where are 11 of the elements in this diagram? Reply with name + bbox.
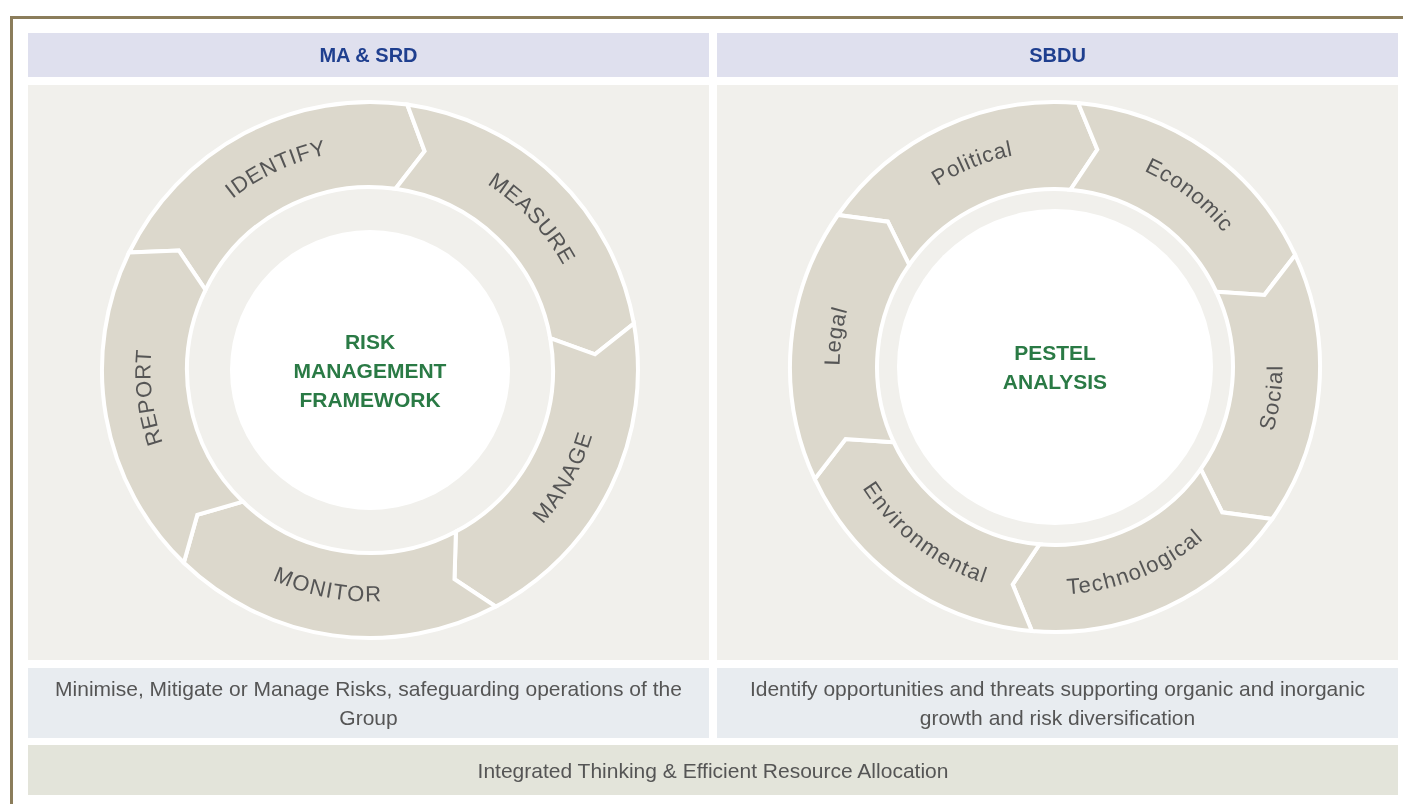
footer-band	[28, 745, 1398, 795]
segment-label: MONITOR	[270, 561, 383, 607]
header-band	[28, 33, 709, 77]
description-text: Identify opportunities and threats supporting organic and inorganic growth and risk diversification	[748, 676, 1367, 731]
column-title: MA & SRD	[319, 43, 418, 67]
summary-text: Integrated Thinking & Efficient Resource Allocation	[477, 757, 949, 784]
center-title: PESTEL ANALYSIS	[1001, 340, 1109, 395]
column-title: SBDU	[1029, 43, 1086, 67]
center-title: RISK MANAGEMENT FRAMEWORK	[292, 328, 448, 413]
description-text: Minimise, Mitigate or Manage Risks, safeguarding operations of the Group	[54, 676, 683, 731]
header-band	[717, 33, 1398, 77]
